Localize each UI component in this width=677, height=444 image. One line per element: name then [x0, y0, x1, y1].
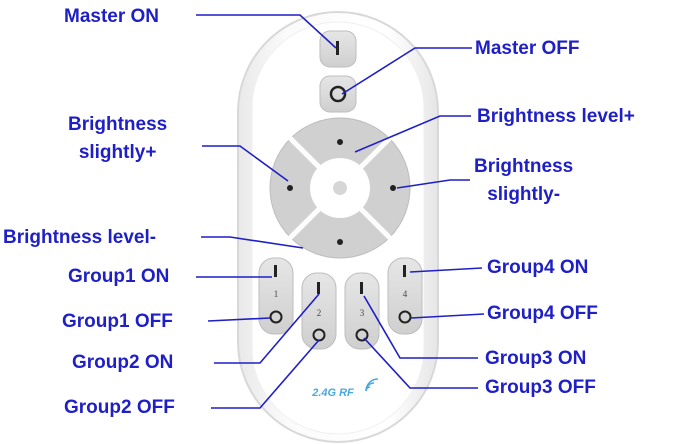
- leader-brightness-slightly-minus: [396, 179, 470, 189]
- group4-on-glyph: [403, 265, 406, 277]
- dpad: [269, 117, 411, 259]
- leader-group2-on: [214, 293, 320, 364]
- leader-group4-off: [410, 313, 485, 319]
- dpad-right-button[interactable]: [390, 185, 396, 191]
- label-group2-on: Group2 ON: [72, 352, 174, 373]
- label-group4-off: Group4 OFF: [487, 303, 598, 324]
- group3-on-glyph: [360, 282, 363, 294]
- group4-off-glyph: [398, 310, 412, 324]
- leader-group3-off: [363, 337, 478, 389]
- label-master-on: Master ON: [64, 6, 160, 27]
- label-master-off: Master OFF: [475, 38, 580, 59]
- group1-off-glyph: [269, 310, 283, 324]
- leader-brightness-level-minus: [201, 236, 304, 249]
- leader-brightness-level-plus: [354, 115, 471, 153]
- dpad-left-button[interactable]: [287, 185, 293, 191]
- label-group1-off: Group1 OFF: [62, 311, 173, 332]
- label-brightness-level-plus: Brightness level+: [477, 106, 635, 127]
- dpad-center: [333, 181, 347, 195]
- group4-buttons[interactable]: [387, 257, 423, 335]
- leader-group2-off: [211, 339, 320, 409]
- leader-group1-off: [207, 317, 271, 322]
- leader-group3-on: [363, 295, 478, 359]
- dpad-down-button[interactable]: [337, 239, 343, 245]
- label-brightness-slightly-minus: Brightness slightly-: [474, 156, 573, 206]
- leader-lines: [196, 14, 485, 409]
- label-brightness-slightly-minus-line1: Brightness: [474, 156, 574, 177]
- label-brightness-slightly-plus-line1: Brightness: [68, 114, 168, 135]
- label-group4-on: Group4 ON: [487, 257, 589, 278]
- label-group2-off: Group2 OFF: [64, 397, 175, 418]
- group4-number: 4: [403, 289, 408, 299]
- brand-text: 2.4G RF: [311, 387, 354, 399]
- master-off-button[interactable]: [319, 75, 357, 113]
- label-brightness-slightly-minus-line2: slightly-: [487, 184, 561, 205]
- group1-on-glyph: [274, 265, 277, 277]
- wireless-signal-icon: [365, 378, 379, 392]
- group3-number: 3: [360, 308, 365, 318]
- group3-off-glyph: [355, 328, 369, 342]
- label-brightness-slightly-plus-line2: slightly+: [78, 142, 157, 163]
- leader-master-off: [341, 47, 472, 95]
- group2-number: 2: [317, 308, 322, 318]
- leader-brightness-slightly-plus: [202, 145, 289, 182]
- label-brightness-slightly-plus: Brightness slightly+: [68, 114, 167, 164]
- label-brightness-level-minus: Brightness level-: [3, 227, 157, 248]
- label-group3-off: Group3 OFF: [485, 377, 596, 398]
- group1-number: 1: [274, 289, 279, 299]
- label-group1-on: Group1 ON: [68, 266, 170, 287]
- leader-master-on: [196, 14, 337, 49]
- leader-group4-on: [409, 267, 483, 273]
- dpad-up-button[interactable]: [337, 139, 343, 145]
- group2-on-glyph: [317, 282, 320, 294]
- group3-buttons[interactable]: [344, 272, 380, 350]
- label-group3-on: Group3 ON: [485, 348, 587, 369]
- master-on-button[interactable]: [319, 30, 357, 68]
